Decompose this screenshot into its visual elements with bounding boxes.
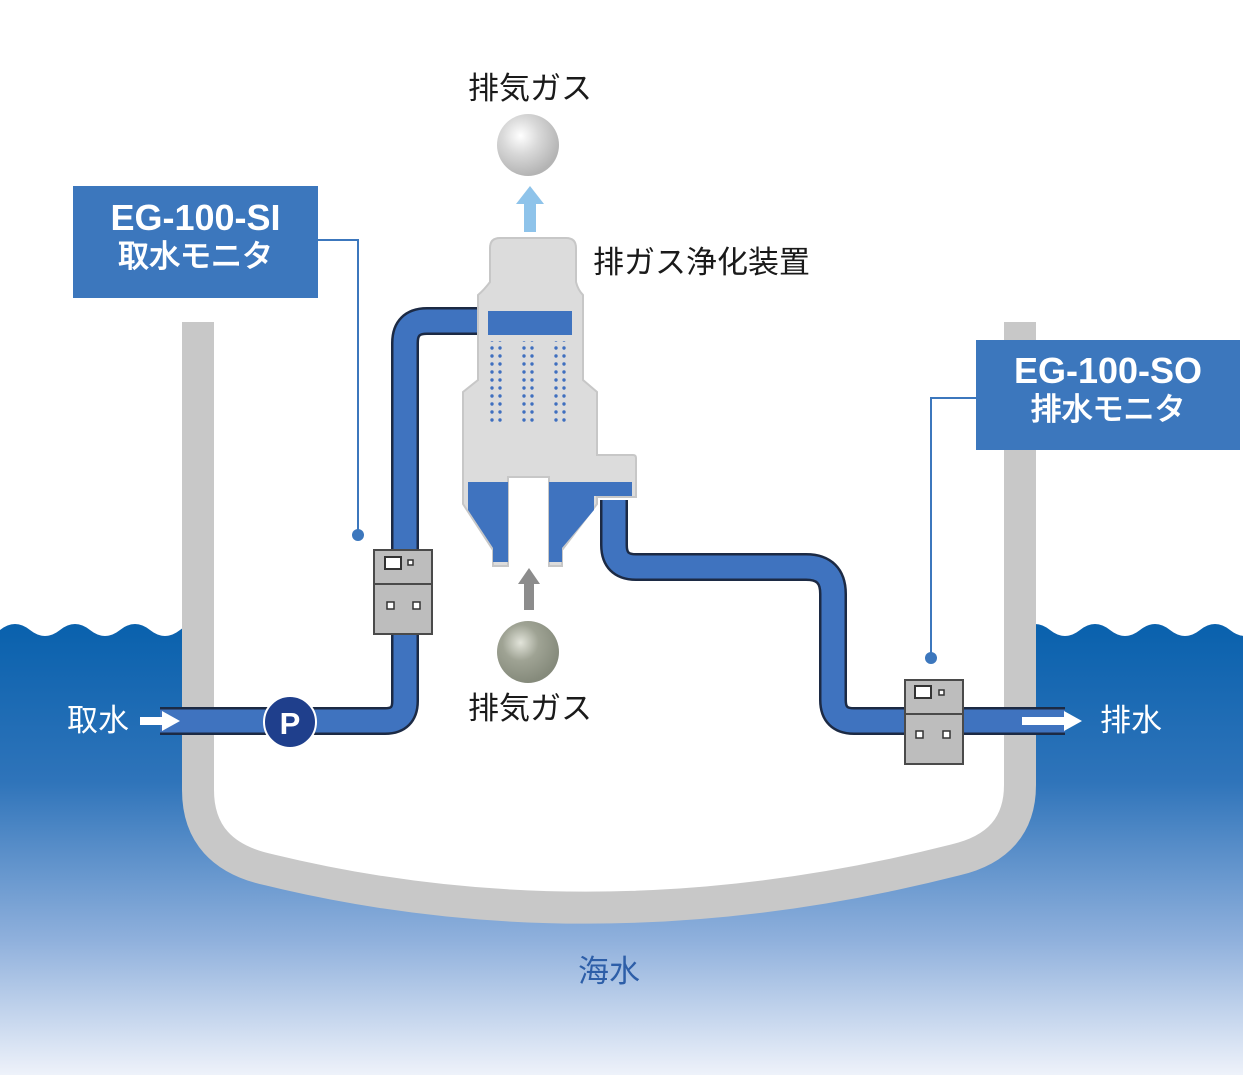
clean-gas-bubble-icon [497, 114, 559, 176]
scrubber-label: 排ガス浄化装置 [593, 245, 810, 281]
intake-label: 取水 [67, 703, 129, 739]
pump-label: P [280, 706, 301, 741]
discharge-monitor-callout: EG-100-SO 排水モニタ [976, 340, 1240, 450]
intake-monitor-name: 取水モニタ [118, 239, 273, 276]
intake-monitor-leader [318, 239, 359, 535]
exhaust-in-arrow-icon [518, 568, 540, 610]
dirty-gas-bubble-icon [497, 621, 559, 683]
intake-monitor-device [373, 549, 433, 635]
discharge-monitor-device [904, 679, 964, 765]
discharge-arrow-icon [1022, 711, 1082, 731]
clean-gas-arrow-icon [516, 186, 544, 232]
discharge-monitor-model: EG-100-SO [1013, 350, 1203, 391]
intake-monitor-callout: EG-100-SI 取水モニタ [73, 186, 318, 298]
discharge-monitor-leader [930, 397, 976, 658]
exhaust-in-label: 排気ガス [468, 691, 592, 727]
scrubber-tower [462, 237, 637, 567]
intake-monitor-model: EG-100-SI [110, 197, 281, 238]
discharge-monitor-name: 排水モニタ [1030, 392, 1186, 429]
exhaust-out-label: 排気ガス [468, 71, 592, 107]
pump-icon [263, 695, 317, 749]
discharge-label: 排水 [1100, 703, 1162, 739]
seawater-label: 海水 [578, 954, 640, 990]
ship-hull [182, 322, 1036, 924]
intake-arrow-icon [140, 711, 180, 731]
